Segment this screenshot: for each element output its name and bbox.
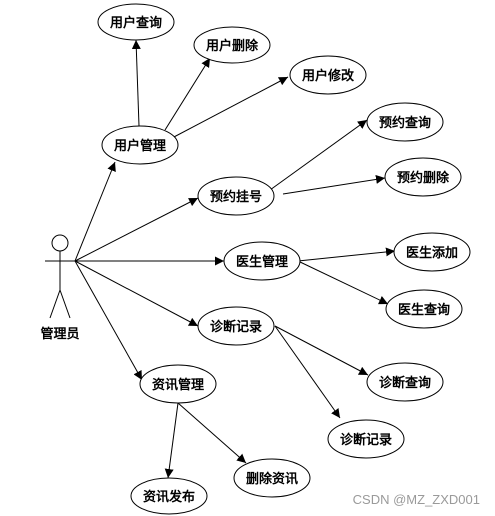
usecase-diag-label: 诊断记录 (210, 319, 262, 335)
usecase-info-publish-label: 资讯发布 (143, 489, 195, 505)
edge-actor-info-mgmt (74, 260, 143, 381)
usecase-doctor-mgmt: 医生管理 (223, 241, 301, 281)
usecase-diag-record-label: 诊断记录 (340, 432, 392, 448)
usecase-reg-query: 预约查询 (366, 102, 444, 142)
edge-actor-reg (74, 197, 199, 262)
usecase-reg-query-label: 预约查询 (379, 115, 431, 131)
sub-connectors (131, 39, 396, 479)
actor-right-leg (59, 289, 71, 319)
usecase-reg: 预约挂号 (197, 176, 275, 216)
usecase-reg-delete-label: 预约删除 (397, 170, 450, 186)
usecase-user-delete: 用户删除 (193, 26, 271, 64)
usecase-user-query: 用户查询 (97, 3, 175, 41)
usecase-user-query-label: 用户查询 (109, 15, 162, 31)
usecase-doctor-query-label: 医生查询 (398, 302, 450, 318)
edge-user-mgmt-delete (164, 57, 211, 131)
usecase-diag-query-label: 诊断查询 (379, 375, 431, 391)
usecase-diag-query: 诊断查询 (366, 362, 444, 402)
edge-actor-user-mgmt (74, 161, 116, 262)
usecase-info-delete: 删除资讯 (233, 458, 311, 498)
actor-connectors (74, 161, 224, 381)
usecase-user-edit-label: 用户修改 (301, 68, 355, 84)
actor-administrator: 管理员 (40, 234, 80, 342)
edge-reg-query (269, 119, 368, 191)
edge-reg-delete (282, 174, 386, 195)
usecase-reg-label: 预约挂号 (210, 189, 262, 205)
actor-head (51, 234, 69, 252)
edge-doctor-query (297, 260, 389, 305)
usecase-info-mgmt: 资讯管理 (139, 364, 217, 404)
usecase-user-edit: 用户修改 (289, 55, 367, 95)
usecase-info-delete-label: 删除资讯 (246, 471, 298, 487)
actor-left-leg (49, 289, 61, 319)
usecase-user-mgmt-label: 用户管理 (113, 138, 166, 154)
usecase-user-delete-label: 用户删除 (205, 38, 259, 54)
edge-diag-record (274, 325, 341, 419)
usecase-doctor-add-label: 医生添加 (406, 245, 458, 261)
usecase-info-mgmt-label: 资讯管理 (152, 377, 204, 393)
edge-doctor-add (297, 247, 396, 262)
watermark: CSDN @MZ_ZXD001 (353, 492, 480, 507)
usecase-doctor-query: 医生查询 (385, 289, 463, 329)
edge-info-publish (164, 402, 179, 479)
usecase-doctor-add: 医生添加 (393, 232, 471, 272)
usecase-doctor-mgmt-label: 医生管理 (236, 254, 288, 270)
usecase-diag-record: 诊断记录 (327, 419, 405, 459)
usecase-info-publish: 资讯发布 (130, 477, 208, 515)
edge-user-mgmt-query (131, 39, 141, 127)
edge-diag-query (274, 325, 369, 376)
edge-user-mgmt-edit (171, 76, 289, 139)
edge-actor-diag (74, 260, 199, 327)
actor-label: 管理员 (40, 326, 79, 342)
usecase-diag: 诊断记录 (197, 306, 275, 346)
usecase-user-mgmt: 用户管理 (101, 125, 179, 165)
usecase-reg-delete: 预约删除 (384, 157, 462, 197)
edge-info-delete (177, 402, 247, 464)
